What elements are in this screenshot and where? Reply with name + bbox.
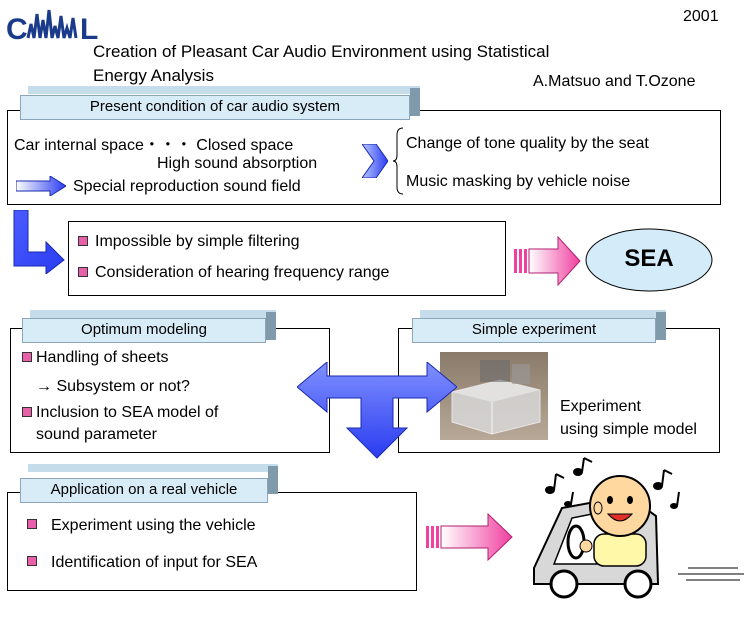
identification-text: Identification of input for SEA (51, 554, 258, 571)
chevron-right-icon (361, 143, 389, 183)
vehicle-experiment-text: Experiment using the vehicle (51, 517, 256, 534)
analysis-points-panel (68, 221, 506, 296)
caml-logo: C L (4, 6, 104, 46)
l-shaped-arrow-icon (12, 209, 66, 279)
handling-sheets-text: Handling of sheets (36, 349, 169, 366)
music-note-icon (545, 457, 680, 509)
real-vehicle-panel (7, 492, 417, 591)
experiment-caption-line2: using simple model (560, 421, 697, 438)
three-way-arrow-icon (296, 360, 458, 465)
header-shadow-top (420, 310, 666, 318)
bullet-icon (27, 519, 37, 529)
simple-filtering-text: Impossible by simple filtering (95, 233, 300, 250)
svg-text:C: C (6, 13, 28, 44)
experiment-photo (440, 352, 548, 440)
internal-space-text: Car internal space・・・ Closed space (14, 137, 294, 154)
page-title-line1: Creation of Pleasant Car Audio Environme… (93, 42, 550, 61)
bullet-icon (78, 267, 88, 277)
inclusion-text-line1: Inclusion to SEA model of (36, 404, 219, 421)
experiment-caption-line1: Experiment (560, 398, 641, 415)
optimum-modeling-panel (10, 328, 330, 453)
svg-text:L: L (80, 13, 98, 44)
header-shadow-side (410, 88, 420, 116)
brace-icon (392, 127, 405, 200)
authors: A.Matsuo and T.Ozone (533, 73, 696, 90)
tone-quality-text: Change of tone quality by the seat (406, 135, 649, 152)
hearing-range-text: Consideration of hearing frequency range (95, 264, 390, 281)
inclusion-text-line2: sound parameter (36, 426, 157, 443)
bullet-icon (78, 236, 88, 246)
sound-absorption-text: High sound absorption (157, 155, 318, 172)
pink-right-arrow-icon (426, 512, 514, 567)
pink-right-arrow-icon (514, 235, 582, 292)
blue-right-arrow-icon (15, 175, 67, 201)
caml-logo-graphic: C L (6, 9, 98, 46)
subsystem-text: → Subsystem or not? (36, 378, 190, 395)
present-condition-panel (7, 110, 721, 205)
header-shadow-top (28, 86, 420, 94)
car-driver-illustration (528, 456, 748, 606)
simple-experiment-header: Simple experiment (412, 318, 656, 343)
header-shadow-side (268, 466, 278, 494)
sea-label: SEA (624, 245, 674, 272)
bullet-icon (27, 556, 37, 566)
year-label: 2001 (683, 8, 719, 25)
optimum-modeling-header: Optimum modeling (22, 318, 266, 343)
sea-ellipse: SEA (584, 227, 714, 293)
music-masking-text: Music masking by vehicle noise (406, 173, 631, 190)
header-shadow-top (30, 310, 276, 318)
header-shadow-side (656, 312, 666, 340)
bullet-icon (22, 407, 32, 417)
bullet-icon (22, 352, 32, 362)
real-vehicle-header: Application on a real vehicle (20, 478, 268, 503)
reproduction-field-text: Special reproduction sound field (73, 178, 301, 195)
present-condition-header: Present condition of car audio system (20, 95, 410, 120)
header-shadow-top (28, 464, 278, 472)
page-title-line2: Energy Analysis (93, 66, 214, 85)
header-shadow-side (266, 312, 276, 340)
